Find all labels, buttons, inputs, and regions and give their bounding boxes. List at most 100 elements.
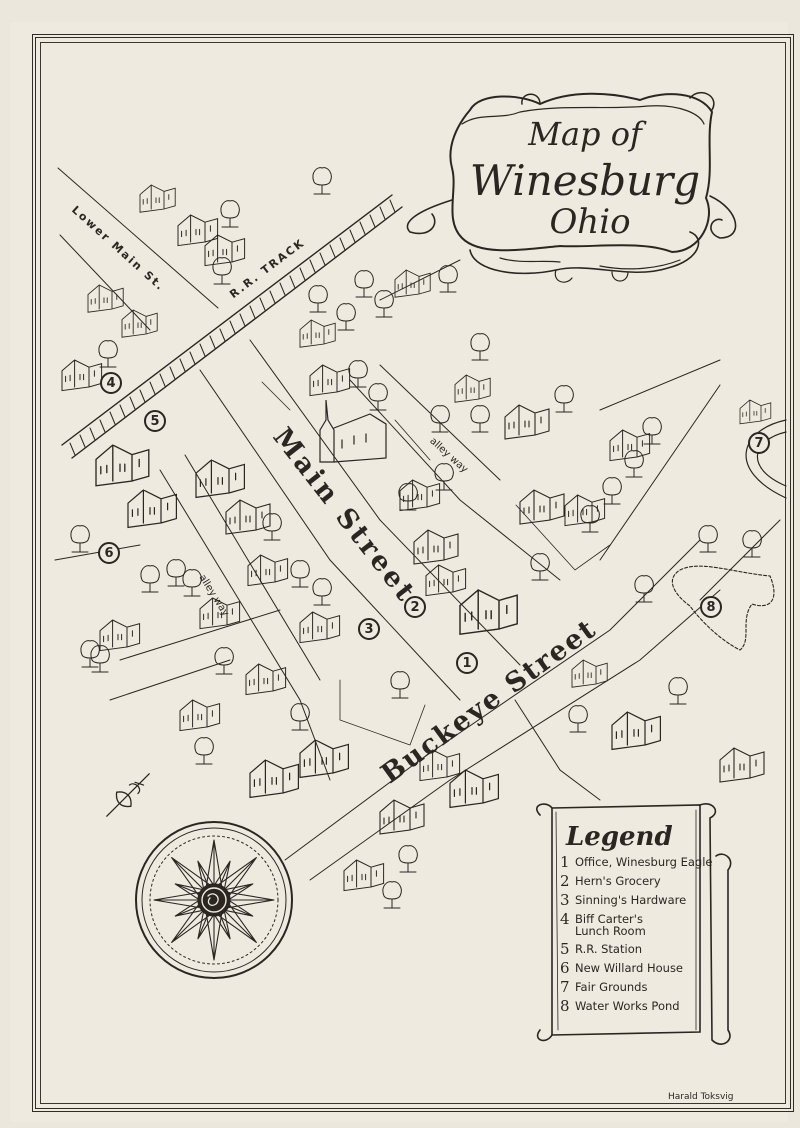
house (611, 711, 662, 751)
tree (140, 565, 160, 593)
tree (214, 647, 234, 675)
house (425, 564, 467, 597)
water-works-pond (671, 565, 775, 651)
artist-signature: Harald Toksvig (668, 1092, 734, 1102)
legend-title: Legend (566, 822, 673, 852)
tree (568, 705, 588, 733)
church (319, 399, 387, 463)
map-title-line2: Winesburg (469, 156, 701, 205)
tree (742, 530, 762, 558)
legend-item-label: Water Works Pond (575, 998, 680, 1013)
house (179, 699, 221, 732)
fair-grounds-track (745, 419, 787, 499)
house (449, 769, 500, 809)
map-title-line1: Map of (528, 115, 642, 153)
legend-item: 1 Office, Winesburg Eagle (560, 855, 713, 870)
title-cartouche (406, 92, 737, 283)
house (739, 399, 772, 425)
tree (390, 671, 410, 699)
tree (220, 200, 240, 228)
map-title-line3: Ohio (549, 202, 631, 242)
legend-item: 6 New Willard House (560, 958, 713, 977)
map-inner-border (40, 42, 786, 1104)
house (127, 489, 178, 529)
legend-item: 3 Sinning's Hardware (560, 893, 713, 908)
tree (624, 450, 644, 478)
house (139, 184, 176, 213)
trees (70, 167, 762, 909)
house (399, 479, 441, 512)
house (459, 589, 518, 636)
tree (308, 285, 328, 313)
street-outlines (54, 167, 781, 881)
tree (580, 505, 600, 533)
legend-item-label: New Willard House (575, 960, 684, 975)
house (87, 284, 124, 313)
tree (194, 737, 214, 765)
tree (374, 290, 394, 318)
house (419, 749, 461, 782)
tree (354, 270, 374, 298)
house (609, 429, 651, 462)
legend-item-number: 8 (560, 996, 570, 1015)
houses (61, 184, 772, 892)
tree (368, 383, 388, 411)
house (177, 214, 219, 247)
house (249, 759, 300, 799)
legend-scroll (536, 803, 732, 1045)
tree (80, 640, 100, 668)
fences (261, 381, 611, 746)
legend-item-number: 6 (560, 958, 570, 977)
marker-8: 8 (700, 596, 722, 618)
marker-3: 3 (358, 618, 380, 640)
marker-6: 6 (98, 542, 120, 564)
house (299, 739, 350, 779)
house (61, 359, 103, 392)
tree (166, 559, 186, 587)
railroad-track (61, 194, 403, 459)
tree (70, 525, 90, 553)
tree (602, 477, 622, 505)
house (204, 234, 246, 267)
tree (470, 333, 490, 361)
tree (90, 645, 110, 673)
legend-item-number: 4 (560, 910, 570, 928)
tree (98, 340, 118, 368)
house (245, 663, 287, 696)
tree (668, 677, 688, 705)
tree (382, 881, 402, 909)
legend-item-label: Hern's Grocery (575, 874, 661, 888)
house (571, 659, 608, 688)
house (199, 597, 241, 630)
legend-item-label: Sinning's Hardware (575, 893, 687, 907)
house (299, 611, 341, 644)
marker-5: 5 (144, 410, 166, 432)
legend-item: 4 Biff Carter's Lunch Room (560, 912, 713, 938)
legend-item-number: 1 (560, 853, 570, 871)
house (519, 489, 565, 525)
house (719, 747, 765, 783)
tree (348, 360, 368, 388)
legend-item-label: Biff Carter's Lunch Room (575, 912, 646, 939)
marker-2: 2 (404, 596, 426, 618)
north-arrow-icon (106, 773, 150, 817)
tree (398, 483, 418, 511)
tree (262, 513, 282, 541)
legend-item-label: Office, Winesburg Eagle (575, 855, 713, 869)
tree (312, 167, 332, 195)
tree (530, 553, 550, 581)
house (99, 619, 141, 652)
house (225, 499, 271, 535)
house (309, 364, 351, 397)
tree (434, 463, 454, 491)
legend-item-number: 3 (560, 891, 570, 909)
legend-item-number: 7 (560, 977, 570, 996)
tree (642, 417, 662, 445)
house (95, 444, 150, 487)
tree (212, 257, 232, 285)
house (379, 799, 425, 835)
